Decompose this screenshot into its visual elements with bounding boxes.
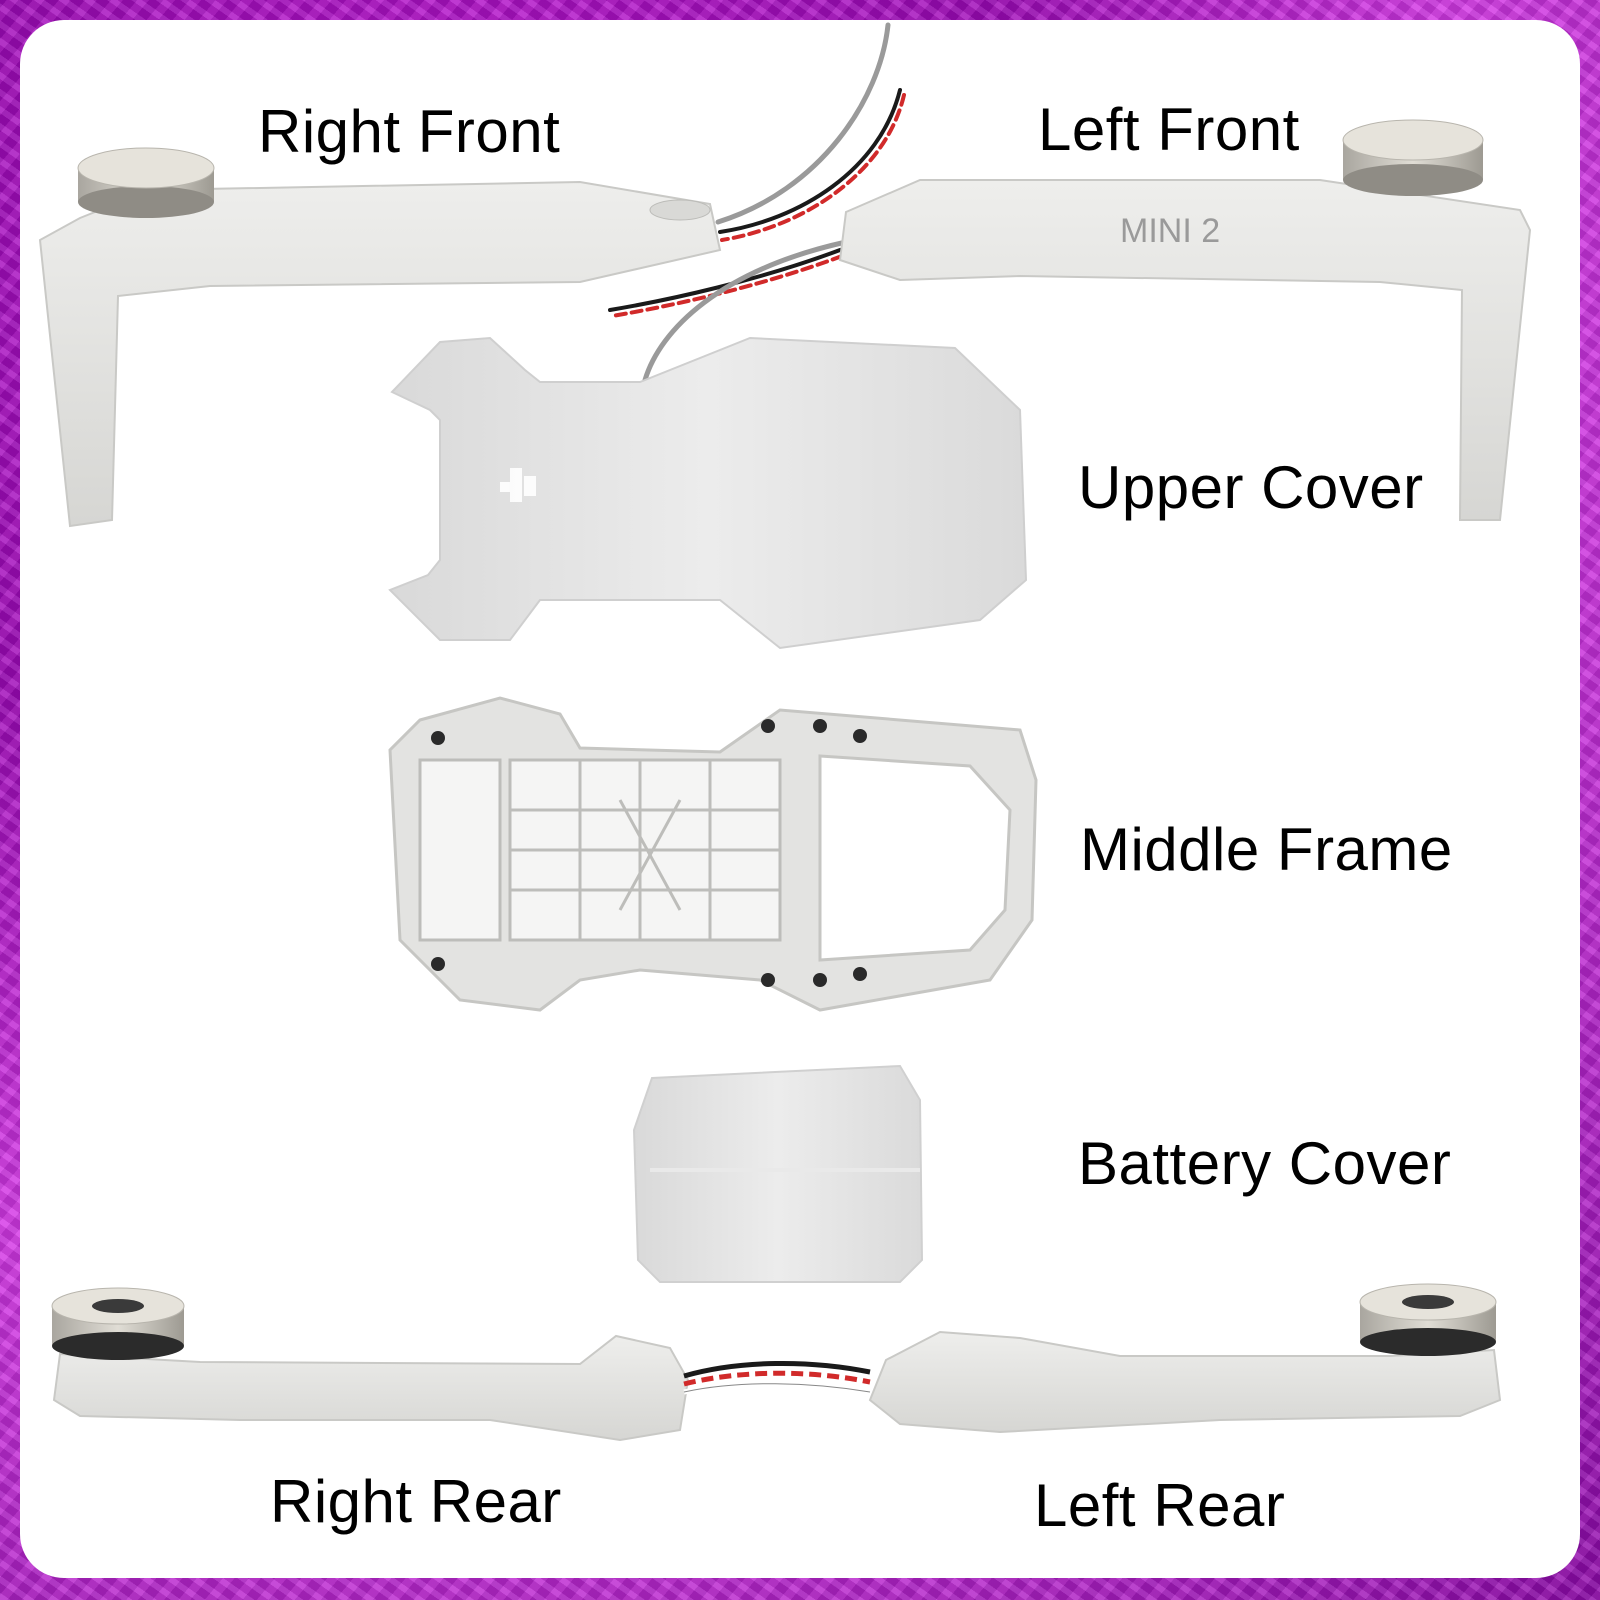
label-middle-frame: Middle Frame: [1080, 816, 1453, 883]
label-battery-cover: Battery Cover: [1078, 1130, 1452, 1197]
left-front-arm: MINI 2: [838, 119, 1532, 521]
upper-cover: [388, 336, 1028, 650]
right-front-arm: [38, 147, 722, 528]
parts-illustration: MINI 2: [38, 22, 1532, 1442]
label-right-front: Right Front: [258, 98, 561, 165]
arm-marking-text: MINI 2: [1120, 212, 1220, 250]
label-left-front: Left Front: [1038, 96, 1300, 163]
screw-holes: [431, 719, 867, 987]
label-upper-cover: Upper Cover: [1078, 454, 1424, 521]
label-left-rear: Left Rear: [1034, 1472, 1286, 1539]
label-right-rear: Right Rear: [270, 1468, 562, 1535]
left-rear-arm: [868, 1283, 1502, 1434]
front-wires: [608, 22, 906, 383]
battery-cover: [632, 1064, 924, 1283]
right-rear-arm: [51, 1287, 690, 1442]
rear-wires: [683, 1360, 871, 1395]
middle-frame: [388, 696, 1038, 1012]
product-card: MINI 2: [20, 20, 1580, 1578]
dji-logo-icon: [500, 468, 536, 502]
